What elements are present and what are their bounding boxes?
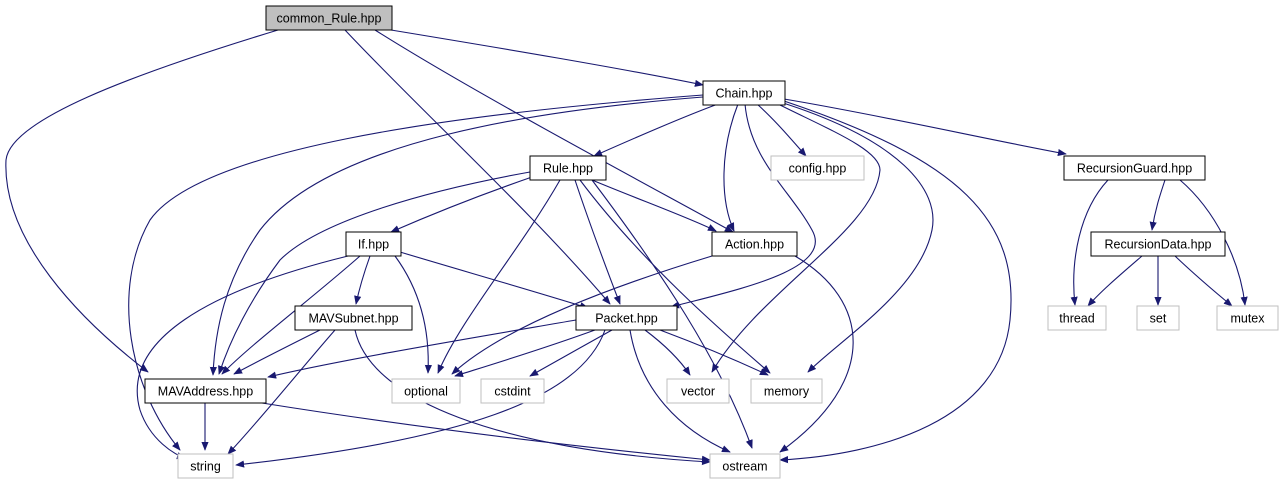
edge-if-string: [136, 255, 349, 460]
edge-chain-recursion_guard: [783, 98, 1067, 157]
edge-action-optional: [451, 255, 713, 375]
svg-text:mutex: mutex: [1230, 312, 1265, 326]
edge-if-packet: [399, 251, 589, 310]
edge-if-mav_subnet: [354, 255, 371, 305]
svg-text:memory: memory: [764, 385, 810, 399]
svg-text:If.hpp: If.hpp: [358, 238, 389, 252]
svg-text:RecursionGuard.hpp: RecursionGuard.hpp: [1077, 162, 1192, 176]
node-mutex[interactable]: mutex: [1216, 305, 1279, 331]
svg-text:Packet.hpp: Packet.hpp: [595, 312, 658, 326]
edge-rule-memory: [579, 179, 771, 374]
edge-packet-cstdint: [529, 329, 613, 377]
node-set[interactable]: set: [1136, 305, 1180, 331]
svg-text:Rule.hpp: Rule.hpp: [543, 162, 593, 176]
edge-mav_address-ostream: [261, 402, 711, 463]
edge-packet-memory: [659, 329, 769, 376]
node-vector[interactable]: vector: [666, 378, 730, 404]
node-cstdint[interactable]: cstdint: [480, 378, 545, 404]
edge-chain-packet: [670, 103, 816, 309]
edge-recursion_guard-recursion_data: [1149, 179, 1166, 231]
edge-common_rule-chain: [390, 29, 704, 87]
svg-text:RecursionData.hpp: RecursionData.hpp: [1104, 238, 1211, 252]
svg-text:optional: optional: [404, 385, 448, 399]
edge-packet-vector: [644, 329, 691, 376]
edge-if-mav_address: [221, 255, 361, 375]
node-recursionguard-hpp[interactable]: RecursionGuard.hpp: [1063, 155, 1206, 181]
svg-text:MAVSubnet.hpp: MAVSubnet.hpp: [308, 312, 398, 326]
edge-chain-ostream: [779, 100, 1012, 464]
node-optional[interactable]: optional: [391, 378, 461, 404]
edge-rule-packet: [574, 179, 621, 305]
edge-packet-mav_address: [267, 319, 577, 379]
edge-rule-optional: [437, 179, 561, 374]
edge-chain-vector: [711, 103, 881, 373]
edge-recursion_guard-thread: [1070, 179, 1109, 306]
edge-rule-ostream: [591, 179, 753, 449]
edge-recursion_data-thread: [1087, 255, 1143, 307]
node-chain-hpp[interactable]: Chain.hpp: [702, 80, 786, 106]
node-thread[interactable]: thread: [1047, 305, 1107, 331]
node-packet-hpp[interactable]: Packet.hpp: [575, 305, 678, 331]
svg-text:thread: thread: [1059, 312, 1094, 326]
edge-chain-string: [128, 94, 704, 451]
node-rule-hpp[interactable]: Rule.hpp: [529, 155, 607, 181]
svg-text:set: set: [1150, 312, 1167, 326]
edge-action-ostream: [779, 255, 854, 453]
edge-chain-mav_address: [209, 96, 704, 376]
svg-text:vector: vector: [681, 385, 715, 399]
node-mavaddress-hpp[interactable]: MAVAddress.hpp: [144, 378, 267, 404]
edge-chain-rule: [593, 103, 719, 157]
svg-text:Action.hpp: Action.hpp: [725, 238, 784, 252]
edge-chain-action: [723, 103, 739, 232]
edges-layer: [5, 29, 1248, 468]
edge-recursion_data-mutex: [1174, 255, 1233, 307]
edge-mav_subnet-mav_address: [233, 329, 321, 375]
node-recursiondata-hpp[interactable]: RecursionData.hpp: [1090, 231, 1226, 257]
edge-if-optional: [394, 255, 432, 374]
edge-packet-ostream: [629, 329, 731, 453]
edge-packet-string: [235, 329, 606, 468]
nodes-layer: common_Rule.hpp Chain.hpp Rule.hpp confi…: [144, 5, 1279, 479]
svg-text:Chain.hpp: Chain.hpp: [716, 87, 773, 101]
edge-mav_subnet-ostream: [354, 329, 711, 466]
edge-mav_subnet-string: [227, 329, 336, 455]
node-config-hpp[interactable]: config.hpp: [770, 155, 865, 181]
edge-packet-optional: [454, 329, 596, 378]
svg-text:config.hpp: config.hpp: [789, 162, 847, 176]
edge-rule-if: [390, 176, 533, 233]
edge-common_rule-action: [374, 29, 734, 233]
svg-text:ostream: ostream: [722, 460, 767, 474]
edge-common_rule-mav_address: [5, 29, 279, 373]
node-mavsubnet-hpp[interactable]: MAVSubnet.hpp: [294, 305, 413, 331]
node-ostream[interactable]: ostream: [709, 453, 781, 479]
svg-text:MAVAddress.hpp: MAVAddress.hpp: [158, 385, 253, 399]
svg-text:common_Rule.hpp: common_Rule.hpp: [277, 12, 382, 26]
node-common-rule-hpp[interactable]: common_Rule.hpp: [265, 5, 393, 31]
node-if-hpp[interactable]: If.hpp: [345, 231, 402, 257]
edge-rule-mav_address: [218, 171, 531, 375]
node-action-hpp[interactable]: Action.hpp: [711, 231, 798, 257]
edge-chain-config: [756, 103, 807, 157]
edge-chain-memory: [779, 101, 934, 373]
node-string[interactable]: string: [177, 453, 234, 479]
svg-text:string: string: [190, 460, 221, 474]
svg-text:cstdint: cstdint: [494, 385, 531, 399]
node-memory[interactable]: memory: [750, 378, 823, 404]
edge-rule-action: [591, 179, 717, 232]
edge-common_rule-packet: [344, 29, 611, 305]
